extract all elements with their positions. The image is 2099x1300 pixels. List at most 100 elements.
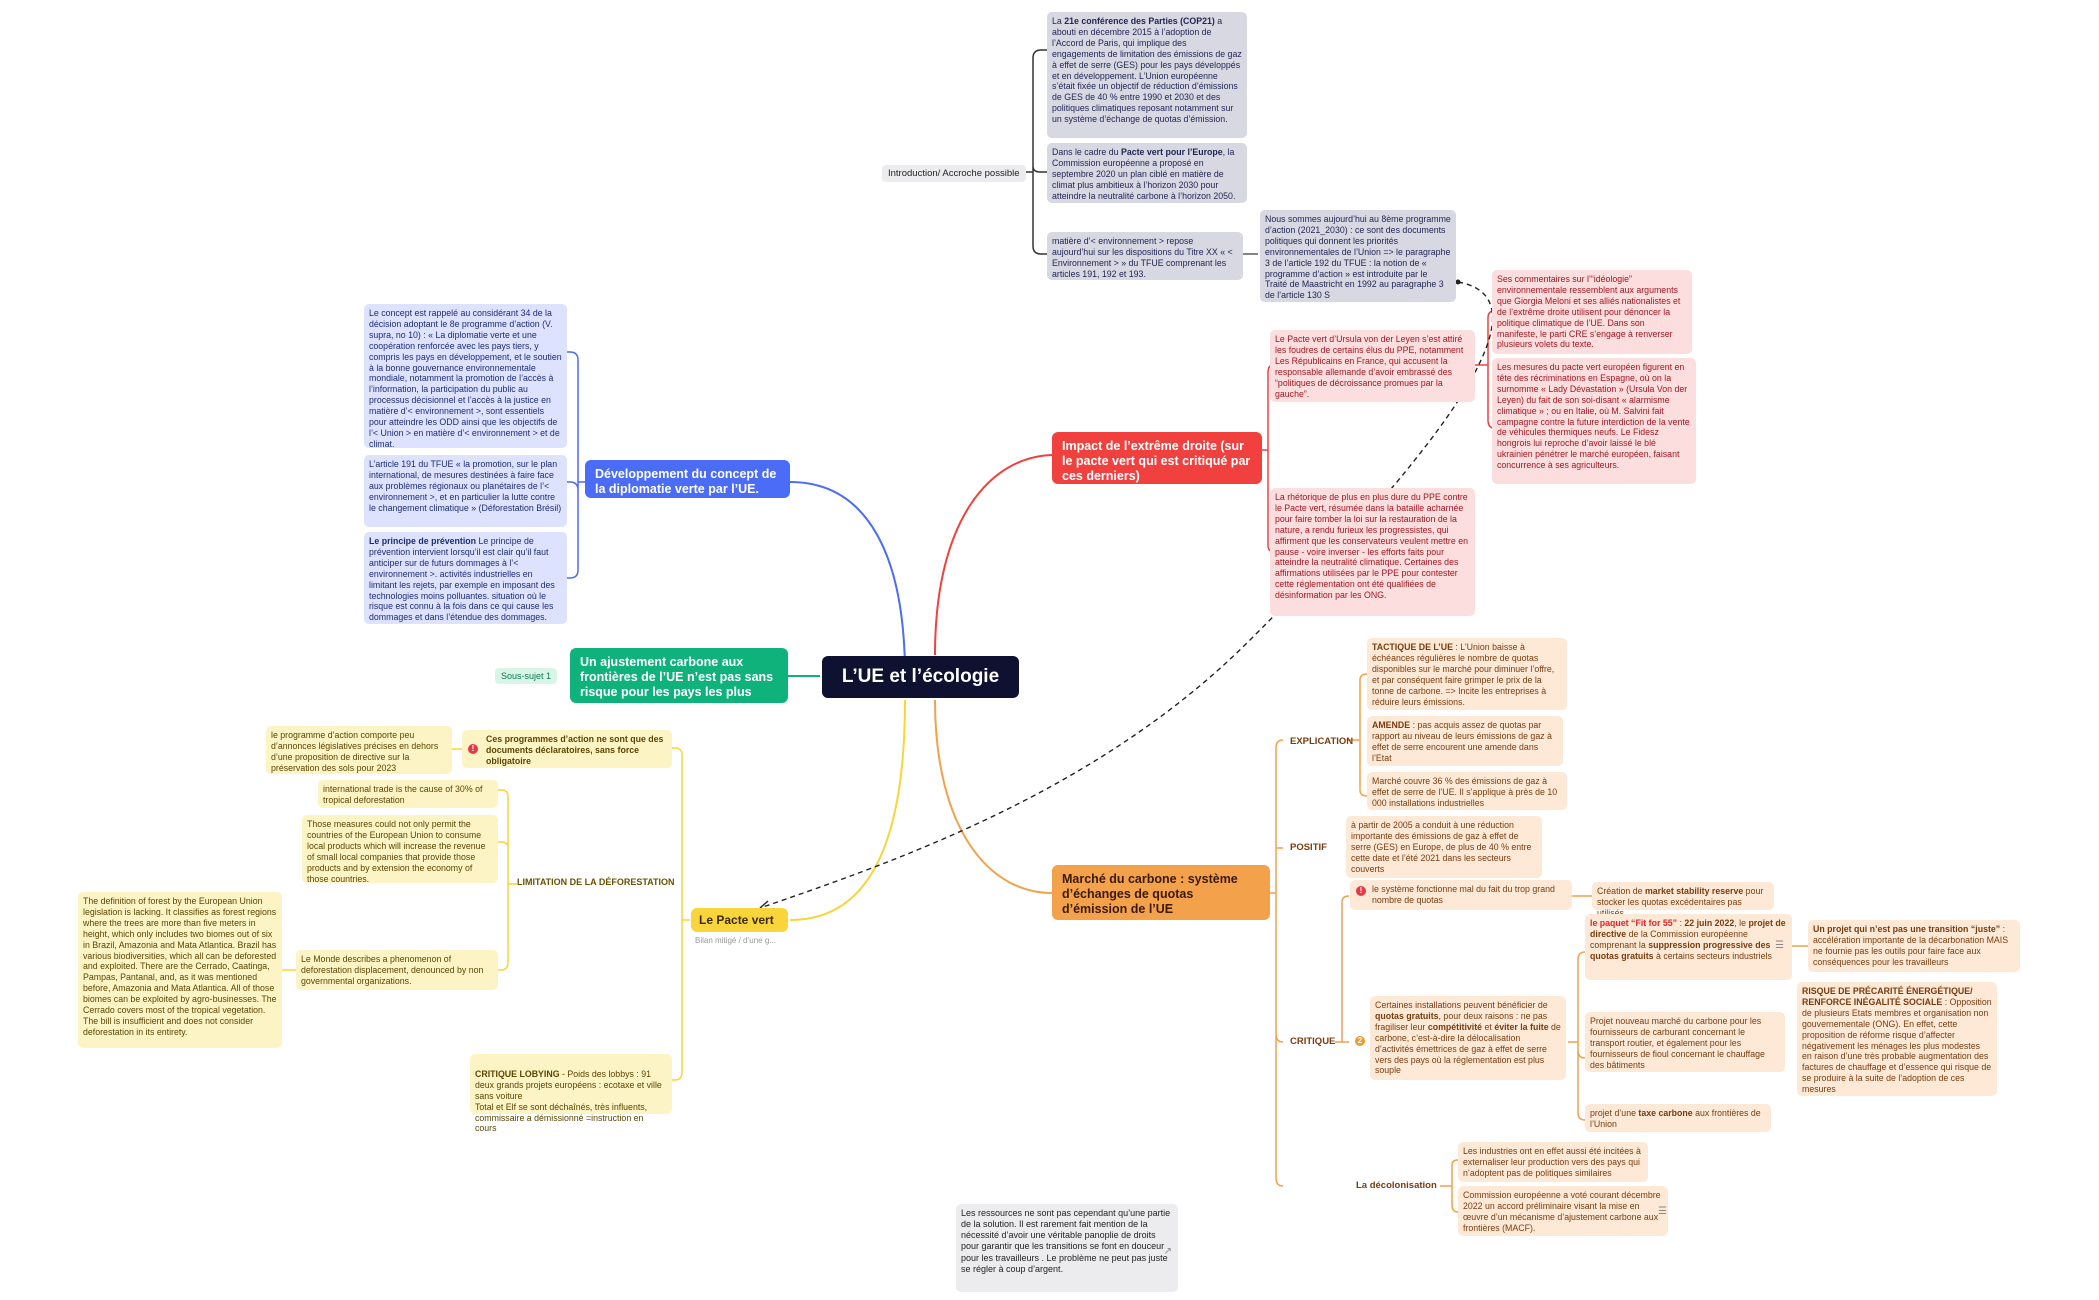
explication-node-tactique-text: : L’Union baisse à échéances régulières … [1372,642,1555,707]
qg-b2: compétitivité [1427,1021,1483,1032]
taxe-pre: projet d’une [1590,1108,1639,1118]
qg-mid2: et [1482,1021,1495,1032]
decolonisation-label[interactable]: La décolonisation [1356,1180,1437,1191]
positif-node[interactable]: à partir de 2005 a conduit à une réducti… [1346,816,1542,878]
deforestation-node-lemonde[interactable]: Le Monde describes a phenomenon of defor… [296,950,498,990]
branch-pacte-vert[interactable]: Le Pacte vert [691,908,788,932]
transition-text: : accélération importante de la décarbon… [1813,924,2009,967]
fit-b1: 22 juin 2022 [1684,918,1735,928]
critique-node-market-stability-pre: Création de [1597,886,1645,896]
deforestation-node-forest-text: The definition of forest by the European… [83,896,277,1037]
pacte-declaratoires-child[interactable]: le programme d’action comporte peu d’ann… [266,726,452,774]
branch-diplomatie-verte[interactable]: Développement du concept de la diplomati… [585,460,790,498]
intro-node-tfue[interactable]: matière d’< environnement > repose aujou… [1047,232,1243,280]
decolonisation-node-macf[interactable]: Commission européenne a voté courant déc… [1458,1186,1668,1236]
pacte-lobbying-node[interactable]: CRITIQUE LOBYING - Poids des lobbys : 91… [470,1054,672,1133]
intro-node-cop21-post: a abouti en décembre 2015 à l’adoption d… [1052,16,1242,125]
deforestation-label[interactable]: LIMITATION DE LA DÉFORESTATION [517,877,675,887]
deforestation-node-measures-text: Those measures could not only permit the… [307,819,486,884]
fit-b2: projet de directive [1590,918,1786,939]
explication-label[interactable]: EXPLICATION [1290,736,1354,747]
critique-node-market-stability[interactable]: Création de market stability reserve pou… [1592,882,1774,918]
positif-label[interactable]: POSITIF [1290,842,1327,853]
deforestation-node-trade[interactable]: international trade is the cause of 30% … [318,780,498,808]
qg-b3: éviter la fuite [1494,1021,1549,1032]
branch-marche-carbone[interactable]: Marché du carbone : système d’échanges d… [1052,865,1270,920]
fit-m1: , le [1734,918,1749,928]
critique-node-trop-quotas-text: le système fonctionne mal du fait du tro… [1372,884,1555,905]
fit-d: : [1677,918,1685,928]
critique-node-trop-quotas[interactable]: ! le système fonctionne mal du fait du t… [1350,880,1572,910]
qg-mid: , pour deux raisons : ne pas fragiliser … [1375,1010,1548,1032]
floating-topic[interactable]: Les ressources ne sont pas cependant qu’… [956,1204,1178,1292]
explication-node-amende-text: : pas acquis assez de quotas par rapport… [1372,720,1552,763]
explication-node-tactique[interactable]: TACTIQUE DE L’UE : L’Union baisse à éché… [1367,638,1567,710]
critique-node-transition-juste[interactable]: Un projet qui n’est pas une transition “… [1808,920,2020,972]
floating-topic-text: Les ressources ne sont pas cependant qu’… [961,1208,1171,1274]
alert-icon: ! [1356,886,1366,896]
critique-node-nouveau-marche-text: Projet nouveau marché du carbone pour le… [1590,1016,1765,1070]
qg-post: de carbone, c’est-à-dire la délocalisati… [1375,1021,1561,1076]
explication-node-couverture[interactable]: Marché couvre 36 % des émissions de gaz … [1367,772,1567,810]
critique-label[interactable]: CRITIQUE [1290,1036,1336,1047]
pacte-declaratoires-title: Ces programmes d’action ne sont que des … [486,734,664,766]
critique-node-precarite[interactable]: RISQUE DE PRÉCARITÉ ÉNERGÉTIQUE/ RENFORC… [1797,982,1997,1096]
explication-node-couverture-text: Marché couvre 36 % des émissions de gaz … [1372,776,1558,808]
qg-b1: quotas gratuits [1375,1010,1439,1021]
deforestation-node-measures[interactable]: Those measures could not only permit the… [302,815,498,884]
extreme-node-ideologie[interactable]: Ses commentaires sur l’“idéologie” envir… [1492,270,1692,354]
note-icon[interactable]: ☰ [1658,1206,1667,1217]
alert-icon: ! [468,744,478,754]
precarite-bold: RISQUE DE PRÉCARITÉ ÉNERGÉTIQUE/ RENFORC… [1802,986,1973,1007]
link-icon[interactable]: ↗ [1163,1246,1172,1257]
critique-node-quotas-gratuits[interactable]: Certaines installations peuvent bénéfici… [1370,996,1566,1080]
note-icon[interactable]: ☰ [1775,940,1784,951]
intro-node-pacte-bold: Pacte vert pour l’Europe [1120,147,1223,157]
extreme-node-rhetorique-text: La rhétorique de plus en plus dure du PP… [1275,492,1468,601]
decolonisation-node-macf-text: Commission européenne a voté courant déc… [1463,1190,1661,1233]
intro-node-pacte[interactable]: Dans le cadre du Pacte vert pour l’Europ… [1047,143,1247,203]
intro-node-cop21-bold: 21e conférence des Parties (COP21) [1064,16,1215,26]
pacte-lobbying-text: - Poids des lobbys : 91 deux grands proj… [475,1068,662,1134]
intro-node-cop21[interactable]: La 21e conférence des Parties (COP21) a … [1047,12,1247,138]
diplomatie-node-concept-text: Le concept est rappelé au considérant 34… [369,308,562,449]
transition-bold: Un projet qui n’est pas une transition “… [1813,924,2001,934]
diplomatie-node-article191-text: L’article 191 du TFUE « la promotion, su… [369,459,562,513]
explication-node-amende-bold: AMENDE [1372,720,1411,730]
diplomatie-node-prevention[interactable]: Le principe de prévention Le principe de… [364,532,567,624]
precarite-text: : Opposition de plusieurs Etats membres … [1802,996,1992,1095]
extreme-node-ursula-text: Le Pacte vert d’Ursula von der Leyen s’e… [1275,334,1464,399]
critique-node-taxe-carbone[interactable]: projet d’une taxe carbone aux frontières… [1585,1104,1771,1132]
extreme-node-ursula[interactable]: Le Pacte vert d’Ursula von der Leyen s’e… [1270,330,1475,402]
diplomatie-node-concept[interactable]: Le concept est rappelé au considérant 34… [364,304,567,449]
decolonisation-node-industries-text: Les industries ont en effet aussi été in… [1463,1146,1641,1178]
critique-node-fit-for-55[interactable]: le paquet “Fit for 55” : 22 juin 2022, l… [1585,914,1792,980]
explication-node-amende[interactable]: AMENDE : pas acquis assez de quotas par … [1367,716,1563,766]
subtopic-tag[interactable]: Sous-sujet 1 [495,668,558,684]
extreme-node-mesures[interactable]: Les mesures du pacte vert européen figur… [1492,358,1696,484]
fit-post: à certains secteurs industriels [1653,950,1772,961]
deforestation-node-lemonde-text: Le Monde describes a phenomenon of defor… [301,954,484,986]
diplomatie-node-prevention-bold: Le principe de prévention [369,536,477,546]
fit-b3: suppression progressive des quotas gratu… [1590,939,1771,961]
taxe-bold: taxe carbone [1638,1108,1693,1118]
branch-ajustement-carbone[interactable]: Un ajustement carbone aux frontières de … [570,648,788,714]
central-topic[interactable]: L’UE et l’écologie [822,656,1019,698]
deforestation-node-forest-definition[interactable]: The definition of forest by the European… [78,892,282,1048]
critique-node-nouveau-marche[interactable]: Projet nouveau marché du carbone pour le… [1585,1012,1785,1072]
intro-node-programme-text: Nous sommes aujourd’hui au 8ème programm… [1265,214,1451,301]
diplomatie-node-article191[interactable]: L’article 191 du TFUE « la promotion, su… [364,455,567,527]
pacte-lobbying-bold: CRITIQUE LOBYING [475,1068,560,1079]
deforestation-node-trade-text: international trade is the cause of 30% … [323,784,483,805]
intro-node-pacte-pre: Dans le cadre du [1052,147,1121,157]
positif-node-text: à partir de 2005 a conduit à une réducti… [1351,820,1532,874]
intro-node-pacte-post: , la Commission européenne a proposé en … [1052,147,1236,201]
intro-label[interactable]: Introduction/ Accroche possible [882,165,1026,182]
intro-node-programme[interactable]: Nous sommes aujourd’hui au 8ème programm… [1260,210,1456,302]
pacte-declaratoires-node[interactable]: ! Ces programmes d’action ne sont que de… [462,730,672,768]
taxe-post: aux frontières de l’Union [1590,1108,1761,1129]
extreme-node-rhetorique[interactable]: La rhétorique de plus en plus dure du PP… [1270,488,1475,616]
branch-extreme-droite[interactable]: Impact de l’extrême droite (sur le pacte… [1052,432,1262,484]
pacte-declaratoires-child-text: le programme d’action comporte peu d’ann… [271,730,439,773]
decolonisation-node-industries[interactable]: Les industries ont en effet aussi été in… [1458,1142,1648,1182]
